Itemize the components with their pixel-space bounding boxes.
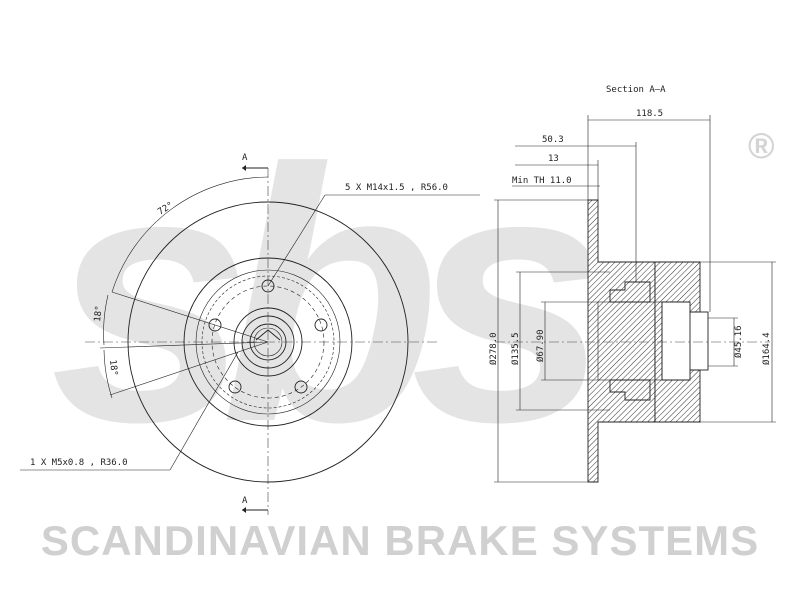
bolt-hole [208, 318, 222, 332]
screw-callout: 1 X M5x0.8 , R36.0 [30, 458, 128, 468]
dim-min-thickness: Min TH 11.0 [512, 176, 572, 186]
section-mark-top: A [242, 153, 248, 163]
dim-50-3: 50.3 [542, 135, 564, 145]
bolt-hole [228, 380, 242, 394]
angle-label-18-top: 18° [93, 305, 105, 322]
registered-mark: ® [748, 125, 775, 166]
angle-label-18-bottom: 18° [107, 359, 119, 376]
front-view: A A 72° 18° 18° 5 X M14x1.5 [20, 153, 480, 515]
bolt-hole [261, 279, 275, 293]
hat-outer-ring [183, 257, 353, 427]
disc-outer-edge [127, 201, 409, 483]
bolt-hole [294, 380, 308, 394]
hub-outer [233, 307, 303, 377]
dia-278: Ø278.0 [488, 332, 499, 365]
brand-watermark-text: SCANDINAVIAN BRAKE SYSTEMS [41, 517, 759, 564]
bolt-callout: 5 X M14x1.5 , R56.0 [345, 183, 448, 193]
dia-45-16: Ø45.16 [733, 325, 744, 358]
hub-bore [249, 323, 287, 361]
dia-135-5: Ø135.5 [510, 332, 521, 365]
dim-13: 13 [548, 154, 559, 164]
bolt-hole [314, 318, 328, 332]
dim-118-5: 118.5 [636, 109, 663, 119]
dia-67-90: Ø67.90 [535, 329, 546, 362]
section-view: Section A–A 118.5 50.3 13 Min TH 11.0 Ø2… [488, 85, 776, 483]
section-mark-bottom: A [242, 496, 248, 506]
section-title: Section A–A [606, 85, 666, 95]
logo-text: sbs [50, 95, 601, 497]
dia-164-4: Ø164.4 [761, 332, 772, 365]
sbs-watermark-logo: sbs ® [50, 95, 775, 497]
